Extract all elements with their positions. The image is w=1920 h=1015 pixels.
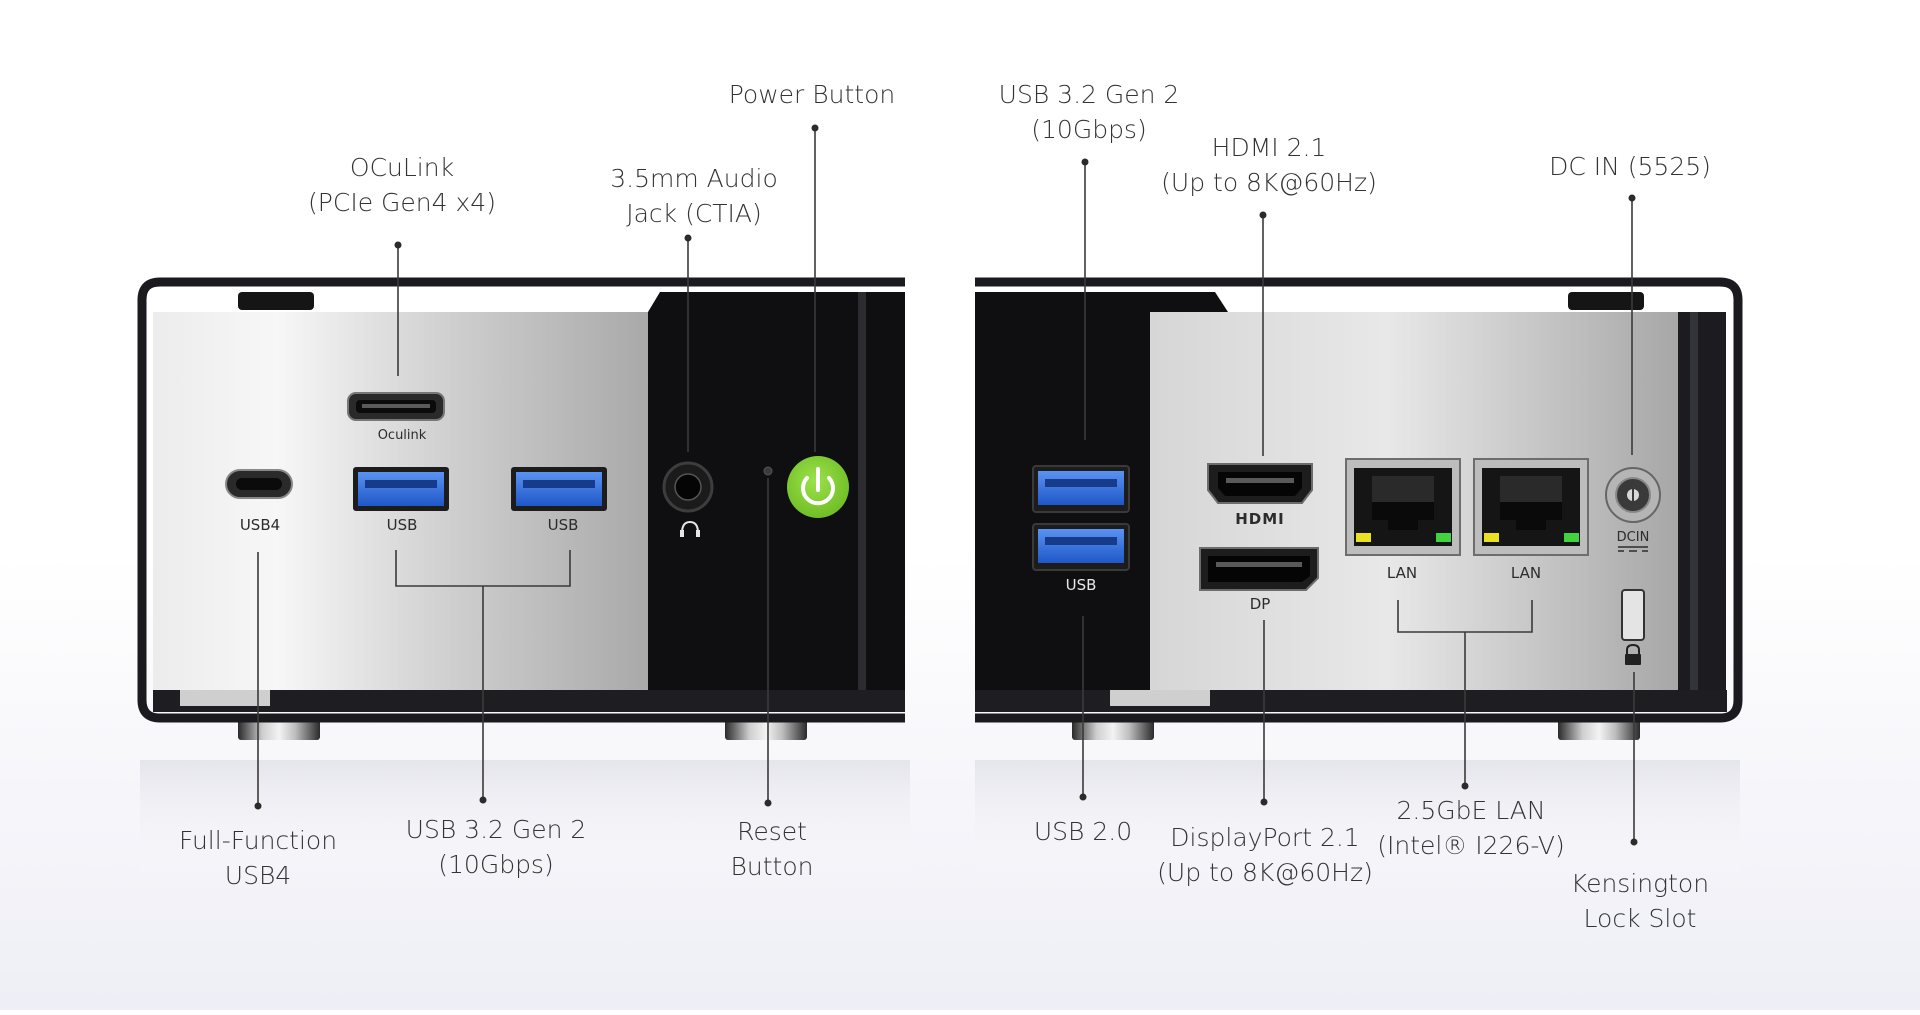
- callout-dcin: DC IN (5525): [1549, 152, 1711, 181]
- usb-a-port-1: [353, 467, 449, 511]
- callout-oculink: OCuLink (PCIe Gen4 x4): [308, 153, 496, 217]
- oculink-port: [347, 392, 445, 421]
- lan-port-2-label: LAN: [1511, 564, 1541, 582]
- lan-port-1-yellow-led: [1356, 533, 1371, 542]
- lan-port-2-yellow-led: [1484, 533, 1499, 542]
- lan-port-2: [1473, 458, 1589, 556]
- callout-hdmi: HDMI 2.1 (Up to 8K@60Hz): [1161, 133, 1377, 197]
- rear-reflection: [975, 760, 1740, 880]
- front-dark-panel: [648, 292, 905, 690]
- leader-lines: [254, 124, 1638, 846]
- lock-icon: [1625, 643, 1641, 665]
- dcin-port-label: DCIN: [1617, 530, 1650, 545]
- dcin-port: [1605, 467, 1661, 523]
- lan-port-1: [1345, 458, 1461, 556]
- oculink-port-label: Oculink: [378, 428, 427, 443]
- power-button[interactable]: [787, 456, 849, 518]
- callout-reset-button: Reset Button: [730, 817, 814, 881]
- lan-port-1-label: LAN: [1387, 564, 1417, 582]
- audio-jack: [662, 461, 714, 513]
- hdmi-port: [1207, 463, 1313, 504]
- front-reflection: [140, 760, 910, 880]
- usb-a-port-2: [511, 467, 607, 511]
- rear-unit: USB HDMI DP LAN: [975, 277, 1743, 740]
- lan-port-1-green-led: [1436, 533, 1451, 542]
- lan-port-2-green-led: [1564, 533, 1579, 542]
- front-frame: [137, 277, 905, 723]
- callout-power-button: Power Button: [728, 80, 896, 109]
- callout-usb32-front: USB 3.2 Gen 2 (10Gbps): [405, 815, 587, 879]
- kensington-slot: [1621, 589, 1645, 641]
- rear-usb-port-label: USB: [1066, 576, 1097, 594]
- usb4-port-label: USB4: [240, 516, 280, 534]
- displayport-port: [1199, 547, 1319, 591]
- usb-a-port-1-label: USB: [387, 516, 418, 534]
- callout-displayport: DisplayPort 2.1 (Up to 8K@60Hz): [1157, 823, 1373, 887]
- rear-usb-port-top: [1032, 465, 1130, 513]
- displayport-port-label: DP: [1250, 595, 1271, 613]
- callout-usb32-rear: USB 3.2 Gen 2 (10Gbps): [998, 80, 1180, 144]
- hdmi-port-label: HDMI: [1235, 510, 1285, 528]
- callout-audio-jack: 3.5mm Audio Jack (CTIA): [610, 164, 778, 228]
- callout-usb20: USB 2.0: [1033, 817, 1133, 846]
- usb4-port: [225, 469, 293, 499]
- usb-a-port-2-label: USB: [548, 516, 579, 534]
- front-unit: Oculink USB4 USB USB: [137, 277, 905, 740]
- reset-pinhole[interactable]: [763, 466, 773, 476]
- headphone-icon: [680, 520, 700, 537]
- power-icon: [801, 467, 835, 506]
- callout-kensington: Kensington Lock Slot: [1570, 869, 1710, 933]
- callout-lan: 2.5GbE LAN (Intel® I226-V): [1377, 796, 1565, 860]
- rear-usb-port-bottom: [1032, 523, 1130, 571]
- callout-usb4: Full-Function USB4: [178, 826, 338, 890]
- rear-frame: [975, 277, 1743, 723]
